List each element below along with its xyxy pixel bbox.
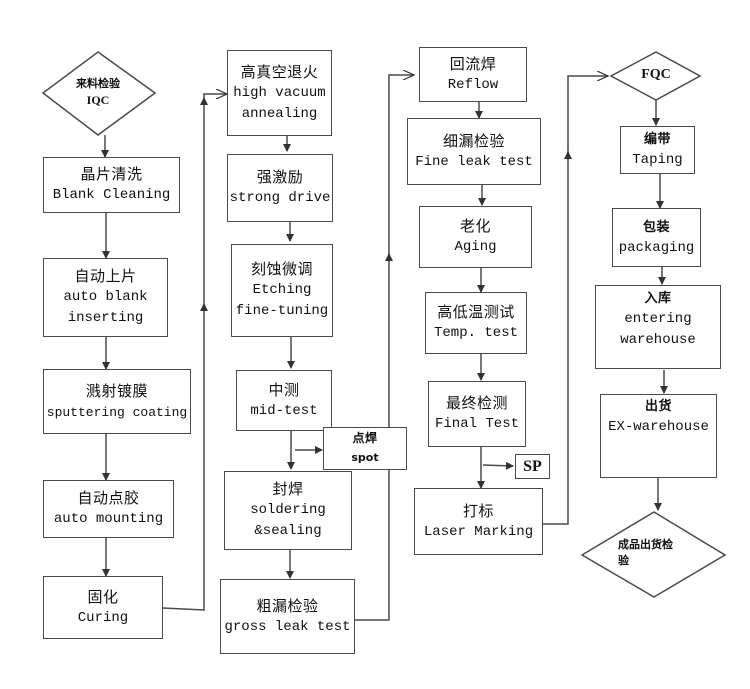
node-temp-test[interactable]: 高低温测试 Temp. test — [425, 292, 527, 354]
node-entering-warehouse-en2: warehouse — [620, 332, 696, 348]
node-packaging[interactable]: 包装 packaging — [612, 208, 701, 267]
node-etching-en1: Etching — [252, 282, 312, 298]
node-blank-cleaning-zh: 晶片清洗 — [80, 165, 143, 183]
node-strong-drive-en: strong drive — [229, 190, 331, 206]
node-spot[interactable]: 点焊 spot — [323, 427, 407, 470]
iqc-label: 来料检验 IQC — [58, 76, 138, 108]
node-blank-cleaning-en: Blank Cleaning — [52, 187, 171, 203]
node-entering-warehouse[interactable]: 入库 entering warehouse — [595, 285, 721, 369]
node-aging-zh: 老化 — [459, 217, 491, 235]
node-sealing[interactable]: 封焊 soldering &sealing — [224, 471, 352, 550]
node-strong-drive[interactable]: 强激励 strong drive — [227, 154, 333, 222]
node-annealing-en1: high vacuum — [233, 84, 326, 101]
node-sp[interactable]: SP — [515, 454, 550, 479]
node-auto-blank-inserting-zh: 自动上片 — [74, 267, 137, 285]
node-ex-warehouse-zh: 出货 — [644, 399, 672, 414]
node-gross-leak-test-en: gross leak test — [224, 618, 351, 635]
node-aging[interactable]: 老化 Aging — [419, 206, 532, 268]
node-mid-test[interactable]: 中测 mid-test — [236, 370, 332, 431]
node-temp-test-en: Temp. test — [433, 325, 518, 341]
node-sealing-en2: &sealing — [254, 523, 322, 539]
node-auto-blank-inserting-en2: inserting — [67, 310, 144, 326]
node-entering-warehouse-en1: entering — [624, 311, 692, 327]
node-laser-marking-zh: 打标 — [462, 501, 494, 520]
outgoing-inspection-diamond — [580, 511, 727, 598]
fqc-diamond — [609, 51, 702, 101]
node-blank-cleaning[interactable]: 晶片清洗 Blank Cleaning — [43, 157, 180, 213]
outgoing-inspection-zh2: 验 — [618, 554, 629, 567]
node-taping[interactable]: 编带 Taping — [620, 126, 695, 174]
node-annealing-en2: annealing — [241, 105, 318, 122]
iqc-label-zh: 来料检验 — [76, 77, 120, 90]
node-sputtering-coating-en: sputtering coating — [46, 404, 188, 420]
node-mid-test-zh: 中测 — [268, 380, 300, 399]
iqc-label-en: IQC — [86, 93, 110, 107]
node-sealing-zh: 封焊 — [272, 480, 304, 498]
node-annealing-zh: 高真空退火 — [240, 62, 319, 81]
node-etching[interactable]: 刻蚀微调 Etching fine-tuning — [231, 244, 333, 337]
node-auto-mounting[interactable]: 自动点胶 auto mounting — [43, 480, 174, 538]
node-final-test-zh: 最终检测 — [445, 394, 508, 412]
fqc-label-en: FQC — [641, 67, 671, 82]
node-taping-en: Taping — [632, 152, 683, 168]
edge-curing-annealing — [162, 94, 227, 611]
node-strong-drive-zh: 强激励 — [256, 168, 304, 186]
node-sputtering-coating-zh: 溅射镀膜 — [85, 381, 148, 400]
node-reflow-en: Reflow — [447, 76, 499, 93]
node-entering-warehouse-zh: 入库 — [644, 291, 672, 306]
edge-final-sp — [482, 461, 514, 470]
node-final-test[interactable]: 最终检测 Final Test — [428, 381, 526, 447]
node-auto-blank-inserting-en1: auto blank — [63, 289, 148, 305]
node-spot-en: spot — [351, 450, 379, 464]
node-mid-test-en: mid-test — [250, 402, 318, 419]
node-fine-leak-test-zh: 细漏检验 — [442, 131, 505, 150]
node-etching-en2: fine-tuning — [235, 303, 329, 319]
node-ex-warehouse-en: EX-warehouse — [608, 419, 709, 435]
node-sputtering-coating[interactable]: 溅射镀膜 sputtering coating — [43, 369, 191, 434]
outgoing-inspection-label: 成品出货检 验 — [618, 537, 688, 569]
node-packaging-en: packaging — [618, 239, 695, 256]
edge-grossleak-reflow — [355, 75, 414, 621]
node-reflow[interactable]: 回流焊 Reflow — [419, 47, 527, 102]
node-gross-leak-test[interactable]: 粗漏检验 gross leak test — [220, 579, 355, 654]
node-aging-en: Aging — [454, 239, 497, 255]
fqc-label: FQC — [626, 67, 686, 83]
node-auto-mounting-en: auto mounting — [53, 511, 164, 527]
node-fine-leak-test[interactable]: 细漏检验 Fine leak test — [407, 118, 541, 185]
node-etching-zh: 刻蚀微调 — [250, 260, 313, 278]
node-spot-zh: 点焊 — [352, 430, 378, 445]
node-sp-label: SP — [523, 457, 542, 475]
node-laser-marking-en: Laser Marking — [423, 523, 534, 540]
node-curing-zh: 固化 — [87, 587, 119, 606]
outgoing-inspection-zh1: 成品出货检 — [618, 538, 673, 551]
node-fine-leak-test-en: Fine leak test — [415, 153, 533, 170]
node-auto-mounting-zh: 自动点胶 — [77, 489, 140, 507]
node-auto-blank-inserting[interactable]: 自动上片 auto blank inserting — [43, 258, 168, 337]
node-reflow-zh: 回流焊 — [449, 54, 497, 73]
edge-laser-fqc — [543, 76, 608, 525]
node-laser-marking[interactable]: 打标 Laser Marking — [414, 488, 543, 555]
iqc-diamond — [41, 51, 157, 136]
node-curing-en: Curing — [77, 609, 129, 626]
node-final-test-en: Final Test — [434, 416, 519, 432]
node-curing[interactable]: 固化 Curing — [43, 576, 163, 639]
node-packaging-zh: 包装 — [642, 219, 670, 235]
node-gross-leak-test-zh: 粗漏检验 — [256, 596, 319, 615]
node-ex-warehouse[interactable]: 出货 EX-warehouse — [600, 394, 717, 478]
node-sealing-en1: soldering — [250, 502, 326, 518]
node-temp-test-zh: 高低温测试 — [437, 303, 515, 321]
node-taping-zh: 编带 — [643, 132, 671, 147]
node-annealing[interactable]: 高真空退火 high vacuum annealing — [227, 50, 332, 136]
